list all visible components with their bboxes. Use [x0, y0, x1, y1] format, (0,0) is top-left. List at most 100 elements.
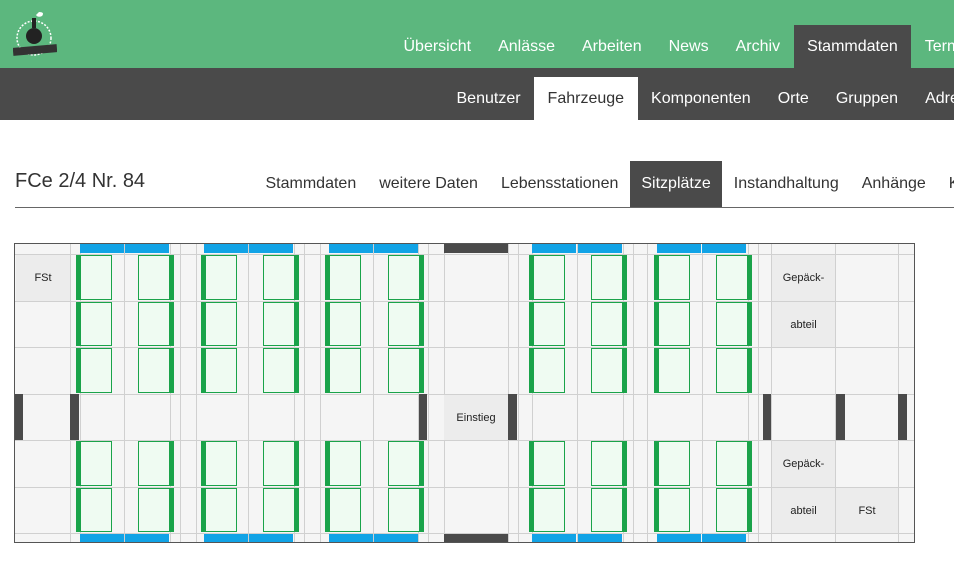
- seat[interactable]: [76, 255, 112, 300]
- seat[interactable]: [591, 302, 627, 346]
- seat[interactable]: [388, 488, 424, 532]
- nav-item-übersicht[interactable]: Übersicht: [403, 38, 472, 55]
- door-marker: [836, 394, 845, 440]
- tab-sitzplätze[interactable]: Sitzplätze: [629, 161, 723, 207]
- tab-weitere-daten[interactable]: weitere Daten: [379, 175, 478, 192]
- subnav-item-orte[interactable]: Orte: [777, 90, 809, 107]
- logo-locomotive-icon[interactable]: [13, 10, 57, 58]
- seat[interactable]: [325, 255, 361, 300]
- subnav-item-fahrzeuge[interactable]: Fahrzeuge: [534, 77, 638, 120]
- seat[interactable]: [263, 488, 299, 532]
- seat[interactable]: [716, 441, 752, 486]
- seat[interactable]: [654, 488, 690, 532]
- entry-label: Einstieg: [444, 395, 508, 440]
- nav-item-stammdaten[interactable]: Stammdaten: [793, 25, 912, 68]
- seat[interactable]: [529, 488, 565, 532]
- seat[interactable]: [325, 302, 361, 346]
- grid-line: [633, 244, 634, 542]
- nav-item-arbeiten[interactable]: Arbeiten: [582, 38, 642, 55]
- subnav-item-benutzer[interactable]: Benutzer: [456, 90, 521, 107]
- window: [374, 244, 418, 253]
- seat[interactable]: [388, 348, 424, 393]
- seat[interactable]: [201, 488, 237, 532]
- window: [204, 244, 248, 253]
- seat[interactable]: [591, 348, 627, 393]
- sub-header: Benutzer Fahrzeuge Komponenten Orte Gruppen A…: [0, 68, 954, 120]
- grid-line: [771, 244, 772, 542]
- grid-line: [294, 244, 295, 542]
- seat[interactable]: [263, 441, 299, 486]
- seat[interactable]: [529, 255, 565, 300]
- grid-line: [196, 244, 197, 542]
- vehicle-tabs: Stammdaten weitere Daten Lebensstationen Si…: [254, 161, 954, 207]
- window: [657, 244, 701, 253]
- seat[interactable]: [201, 302, 237, 346]
- grid-line: [15, 533, 914, 534]
- grid-line: [835, 244, 836, 542]
- nav-item-archiv[interactable]: Archiv: [735, 38, 781, 55]
- seat[interactable]: [325, 441, 361, 486]
- seat[interactable]: [591, 255, 627, 300]
- seat[interactable]: [263, 255, 299, 300]
- seat[interactable]: [654, 348, 690, 393]
- seat[interactable]: [76, 488, 112, 532]
- seat[interactable]: [388, 255, 424, 300]
- seat[interactable]: [76, 348, 112, 393]
- seat[interactable]: [716, 255, 752, 300]
- seat[interactable]: [138, 348, 174, 393]
- seat[interactable]: [654, 302, 690, 346]
- seat[interactable]: [591, 488, 627, 532]
- seat[interactable]: [388, 441, 424, 486]
- seat[interactable]: [201, 348, 237, 393]
- tab-instandhaltung[interactable]: Instandhaltung: [733, 175, 839, 192]
- tab-stammdaten[interactable]: Stammdaten: [265, 175, 357, 192]
- grid-line: [532, 244, 533, 542]
- seat[interactable]: [201, 441, 237, 486]
- door-marker: [763, 394, 771, 440]
- seat[interactable]: [388, 302, 424, 346]
- luggage-label: abteil: [772, 302, 835, 347]
- seat[interactable]: [138, 255, 174, 300]
- seat[interactable]: [76, 302, 112, 346]
- subnav-item-komponenten[interactable]: Komponenten: [651, 90, 751, 107]
- window: [249, 244, 293, 253]
- seat[interactable]: [716, 348, 752, 393]
- seat[interactable]: [591, 441, 627, 486]
- driver-cab-label: FSt: [836, 488, 898, 533]
- subnav-item-adressen[interactable]: Adressen: [925, 90, 954, 107]
- seat[interactable]: [654, 441, 690, 486]
- seat[interactable]: [138, 441, 174, 486]
- subnav-item-gruppen[interactable]: Gruppen: [835, 90, 899, 107]
- seat[interactable]: [325, 348, 361, 393]
- seat[interactable]: [716, 302, 752, 346]
- grid-line: [428, 244, 429, 542]
- seat[interactable]: [716, 488, 752, 532]
- seat[interactable]: [325, 488, 361, 532]
- seat[interactable]: [263, 348, 299, 393]
- tab-anhänge[interactable]: Anhänge: [861, 175, 926, 192]
- luggage-label: Gepäck-: [772, 255, 835, 301]
- tab-kosten[interactable]: Kosten: [937, 161, 954, 207]
- seat[interactable]: [138, 302, 174, 346]
- nav-item-termine[interactable]: Termine: [924, 38, 954, 55]
- tab-lebensstationen[interactable]: Lebensstationen: [500, 175, 619, 192]
- seat[interactable]: [263, 302, 299, 346]
- seat[interactable]: [529, 348, 565, 393]
- seat[interactable]: [76, 441, 112, 486]
- seat[interactable]: [201, 255, 237, 300]
- grid-line: [758, 244, 759, 542]
- grid-line: [124, 244, 125, 542]
- nav-item-anlässe[interactable]: Anlässe: [498, 38, 555, 55]
- grid-line: [418, 244, 419, 542]
- grid-line: [373, 244, 374, 542]
- seat[interactable]: [529, 302, 565, 346]
- door-bottom: [444, 534, 508, 542]
- grid-line: [898, 244, 899, 542]
- grid-line: [623, 244, 624, 542]
- seat[interactable]: [654, 255, 690, 300]
- window: [702, 534, 746, 542]
- nav-item-news[interactable]: News: [668, 38, 709, 55]
- seat[interactable]: [138, 488, 174, 532]
- seat[interactable]: [529, 441, 565, 486]
